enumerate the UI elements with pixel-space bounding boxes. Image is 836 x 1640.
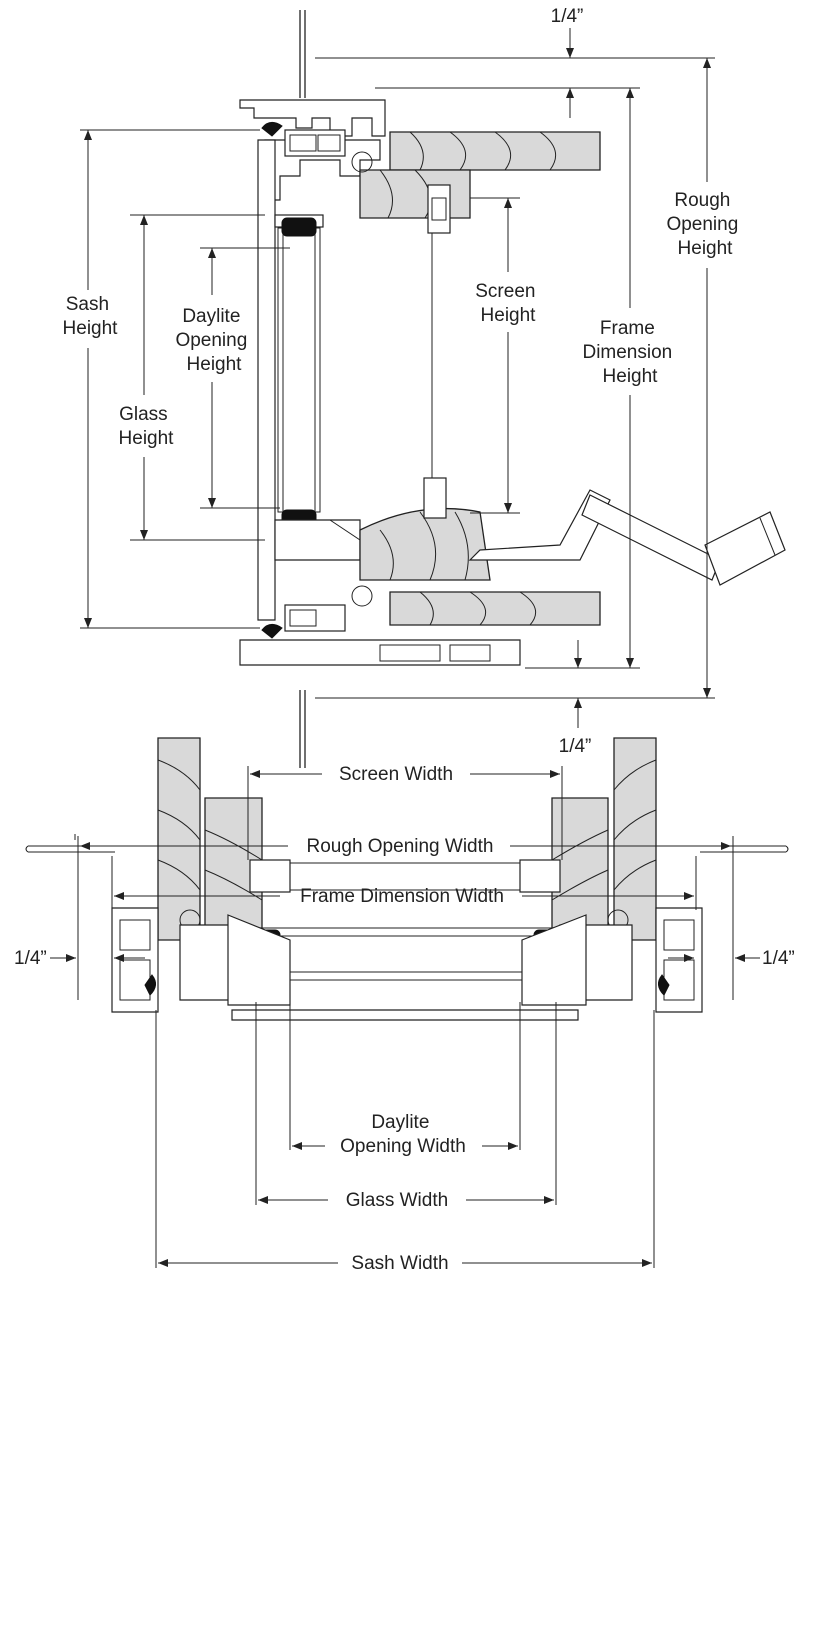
sash-glass-horizontal: [227, 914, 587, 1021]
glass-width-label: Glass Width: [346, 1190, 448, 1211]
screen: [249, 859, 561, 893]
daylite-opening-width-label: Daylite Opening Width: [340, 1112, 466, 1157]
vertical-labels: 1/4” 1/4” Rough Opening Height Frame Dim…: [63, 6, 743, 757]
horizontal-section: Rough Opening Width Frame Dimension Widt…: [14, 737, 795, 1274]
screen-height-label: Screen Height: [475, 281, 540, 326]
screen-width-label: Screen Width: [339, 764, 453, 785]
sill-wood: [351, 507, 601, 626]
rough-opening-width-label: Rough Opening Width: [307, 836, 494, 857]
left-quarter-label: 1/4”: [14, 948, 47, 969]
top-quarter-label: 1/4”: [551, 6, 584, 27]
sash-width-label: Sash Width: [351, 1253, 448, 1274]
frame-head: [239, 99, 386, 201]
head-jamb-wood: [351, 131, 601, 219]
rough-opening-height-label: Rough Opening Height: [666, 190, 743, 259]
daylite-opening-height-label: Daylite Opening Height: [175, 306, 252, 375]
horizontal-dimension-arrows: [50, 770, 760, 1267]
bottom-quarter-label: 1/4”: [559, 736, 592, 757]
glass-height-label: Glass Height: [119, 404, 175, 449]
horizontal-labels: Rough Opening Width Frame Dimension Widt…: [14, 764, 795, 1274]
frame-sill: [239, 604, 521, 666]
vertical-dimension-arrows: [84, 28, 711, 728]
frame-dimension-width-label: Frame Dimension Width: [300, 886, 504, 907]
sash-height-label: Sash Height: [63, 294, 119, 339]
screen-frame-top: [427, 184, 451, 234]
screen-frame-bottom: [423, 233, 447, 519]
right-quarter-label: 1/4”: [762, 948, 795, 969]
width-extension-main: [77, 766, 734, 1268]
frame-dimension-height-label: Frame Dimension Height: [582, 318, 677, 387]
vertical-section: 1/4” 1/4” Rough Opening Height Frame Dim…: [63, 6, 786, 768]
nailing-fin: [299, 10, 306, 768]
sash-and-glass: [257, 139, 361, 621]
crank-handle: [468, 489, 786, 586]
extension-lines: [80, 57, 715, 699]
